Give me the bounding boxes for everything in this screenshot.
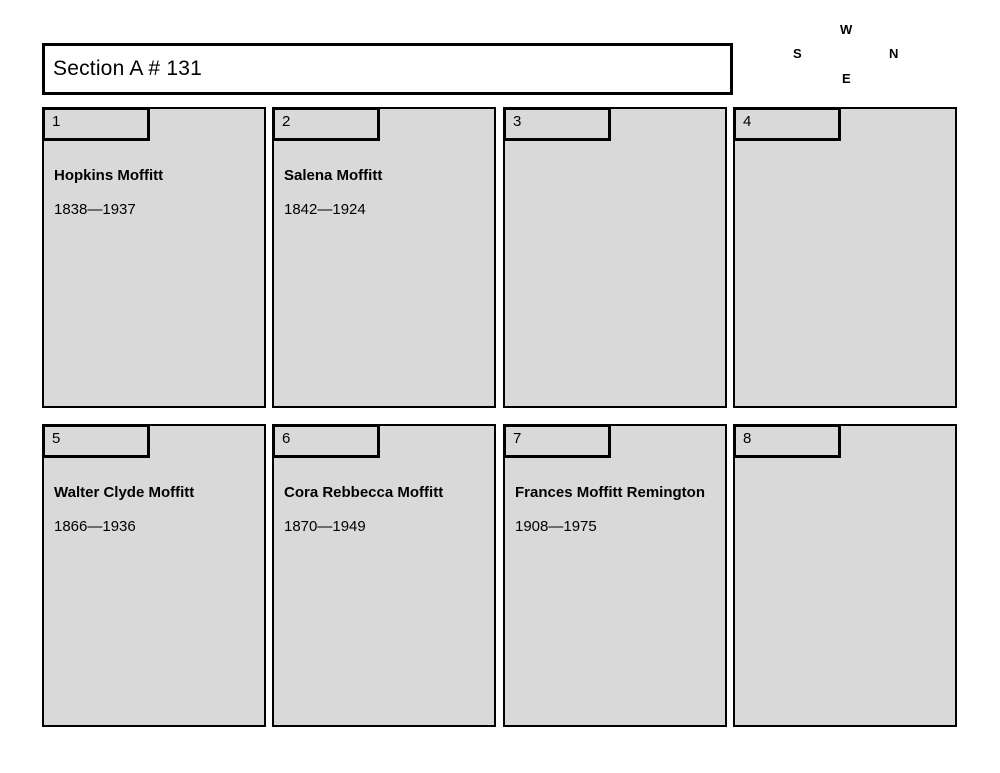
compass-south: S <box>793 46 802 61</box>
compass-west: W <box>840 22 853 37</box>
plot-number: 4 <box>743 113 752 130</box>
plot-number: 3 <box>513 113 522 130</box>
occupant-name: Walter Clyde Moffitt <box>54 484 195 501</box>
occupant-dates: 1870—1949 <box>284 518 366 535</box>
plot-number-tab: 3 <box>503 107 611 141</box>
plot-number: 5 <box>52 430 61 447</box>
plot-number: 6 <box>282 430 291 447</box>
section-title: Section A # 131 <box>53 57 202 80</box>
section-header: Section A # 131 <box>42 43 733 95</box>
occupant-dates: 1866—1936 <box>54 518 136 535</box>
plot-number: 7 <box>513 430 522 447</box>
plot-number-tab: 1 <box>42 107 150 141</box>
plot-cell-5: 5 Walter Clyde Moffitt 1866—1936 <box>42 424 266 727</box>
plot-number: 2 <box>282 113 291 130</box>
occupant-name: Hopkins Moffitt <box>54 167 164 184</box>
compass-north: N <box>889 46 899 61</box>
plot-cell-8: 8 <box>733 424 957 727</box>
plot-cell-1: 1 Hopkins Moffitt 1838—1937 <box>42 107 266 408</box>
occupant-name: Salena Moffitt <box>284 167 383 184</box>
plot-number-tab: 4 <box>733 107 841 141</box>
plot-cell-2: 2 Salena Moffitt 1842—1924 <box>272 107 496 408</box>
occupant-name: Cora Rebbecca Moffitt <box>284 484 444 501</box>
plot-cell-4: 4 <box>733 107 957 408</box>
occupant-name: Frances Moffitt Remington <box>515 484 705 501</box>
compass-east: E <box>842 71 851 86</box>
plot-cell-7: 7 Frances Moffitt Remington 1908—1975 <box>503 424 727 727</box>
plot-number-tab: 6 <box>272 424 380 458</box>
plot-number: 8 <box>743 430 752 447</box>
plot-number-tab: 2 <box>272 107 380 141</box>
occupant-dates: 1908—1975 <box>515 518 597 535</box>
occupant-dates: 1842—1924 <box>284 201 366 218</box>
occupant-dates: 1838—1937 <box>54 201 136 218</box>
plot-number: 1 <box>52 113 61 130</box>
plot-number-tab: 8 <box>733 424 841 458</box>
plot-cell-3: 3 <box>503 107 727 408</box>
compass: W S N E <box>780 18 915 90</box>
plot-cell-6: 6 Cora Rebbecca Moffitt 1870—1949 <box>272 424 496 727</box>
plot-number-tab: 5 <box>42 424 150 458</box>
plot-number-tab: 7 <box>503 424 611 458</box>
